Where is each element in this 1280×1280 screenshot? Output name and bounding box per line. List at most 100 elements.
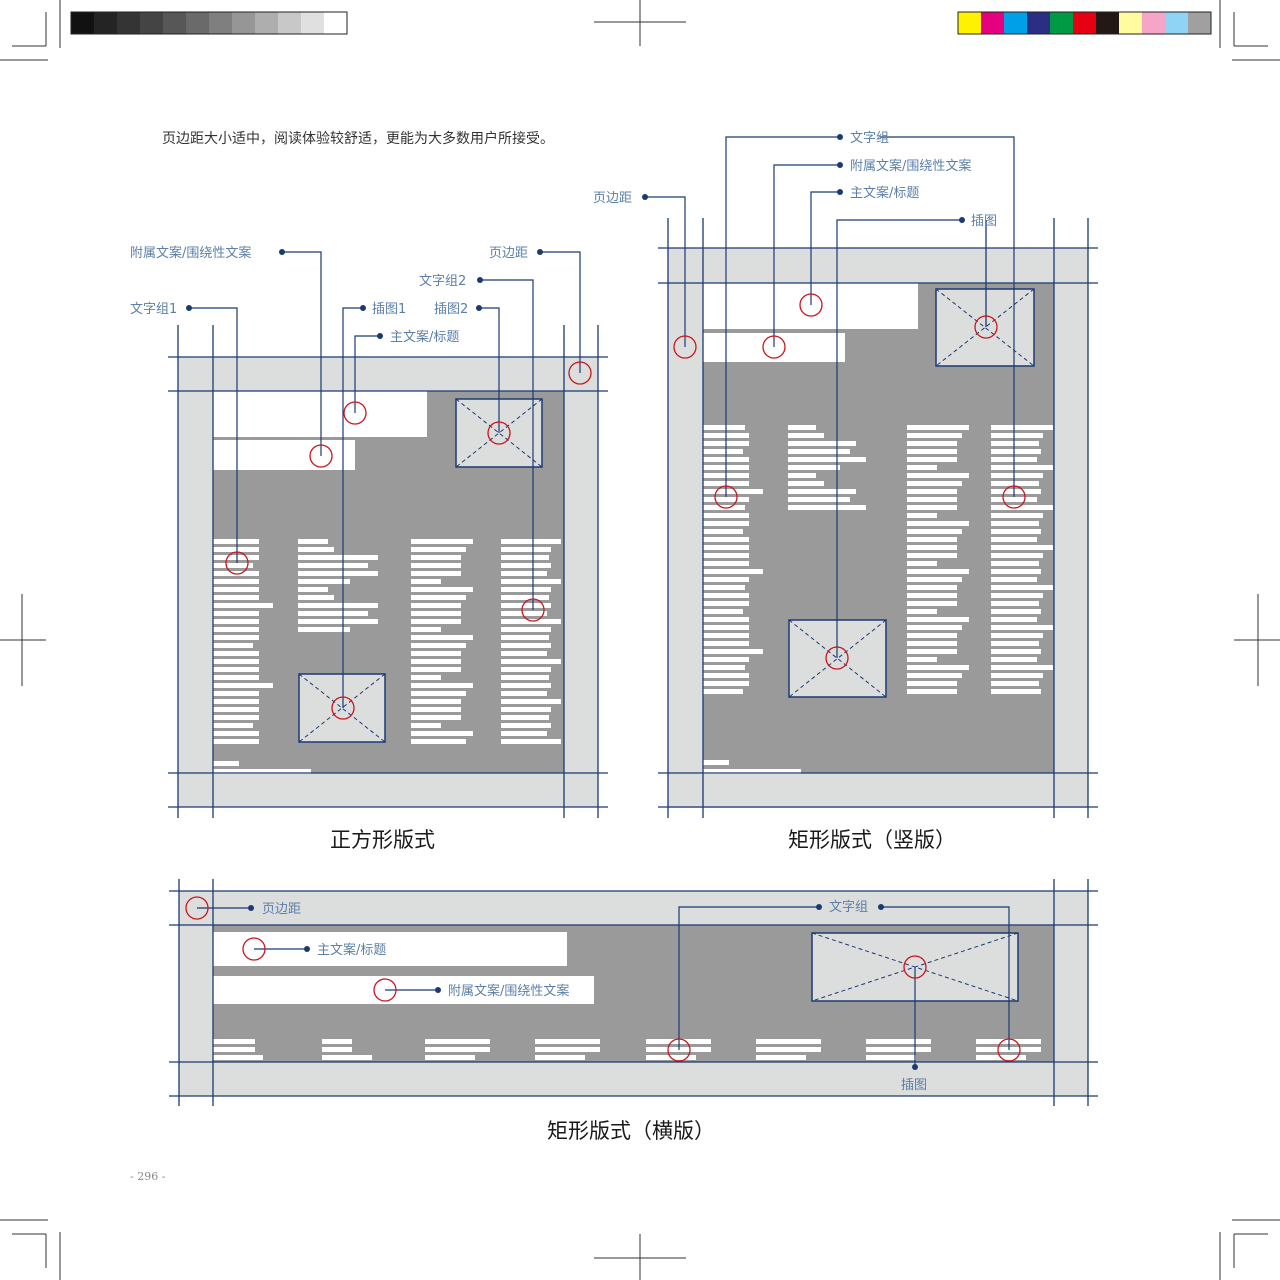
- portrait-col-4-line: [991, 681, 1039, 686]
- portrait-col-3-line: [907, 521, 969, 526]
- portrait-col-2-line: [788, 441, 856, 446]
- portrait-col-4-line: [991, 561, 1039, 566]
- gray-swatch: [301, 12, 324, 34]
- landscape-text-group-line: [535, 1055, 585, 1060]
- square-col-3-line: [411, 715, 461, 720]
- portrait-col-3-line: [907, 537, 957, 542]
- portrait-label-margin: 页边距: [593, 191, 632, 206]
- square-marker-margin: [568, 361, 592, 385]
- square-leader-attached-copy: [282, 251, 322, 456]
- portrait-label-headline: 主文案/标题: [850, 186, 919, 201]
- portrait-col-3-line: [907, 465, 937, 470]
- portrait-col-4-line: [991, 609, 1041, 614]
- portrait-col-4-line: [991, 577, 1037, 582]
- portrait-col-1-line: [703, 497, 749, 502]
- gray-swatch: [324, 12, 347, 34]
- landscape-label-attached-copy: 附属文案/围绕性文案: [448, 984, 569, 999]
- square-col-1-line: [213, 731, 259, 736]
- portrait-col-1-line: [703, 649, 763, 654]
- square-col-3-line: [411, 731, 473, 736]
- square-marker-attached-copy: [309, 444, 333, 468]
- square-col-1-line: [213, 603, 273, 608]
- square-col-4-line: [501, 635, 549, 640]
- landscape-layout-diagram: [169, 879, 1098, 1106]
- square-col-2-line: [298, 627, 350, 632]
- portrait-col-4-line: [991, 585, 1053, 590]
- square-leader-dot: [186, 305, 192, 311]
- landscape-leader-dot: [912, 1064, 918, 1070]
- portrait-col-3-line: [907, 441, 957, 446]
- portrait-col-3-line: [907, 601, 957, 606]
- square-col-3-line: [411, 691, 466, 696]
- square-col-3-line: [411, 611, 461, 616]
- square-leader-dot: [377, 333, 383, 339]
- landscape-text-group-line: [535, 1039, 600, 1044]
- square-col-4-line: [501, 579, 561, 584]
- portrait-leader-dot: [837, 134, 843, 140]
- square-footnote-line: [213, 769, 311, 774]
- square-col-2-line: [298, 563, 368, 568]
- portrait-col-4-line: [991, 665, 1053, 670]
- portrait-leader-dot: [837, 162, 843, 168]
- intro-text: 页边距大小适中，阅读体验较舒适，更能为大多数用户所接受。: [162, 130, 554, 147]
- portrait-col-1-line: [703, 657, 749, 662]
- portrait-col-3-line: [907, 633, 957, 638]
- portrait-col-4-line: [991, 473, 1043, 478]
- portrait-col-1-line: [703, 545, 749, 550]
- square-leader-image-1: [342, 307, 363, 708]
- square-col-3-line: [411, 563, 461, 568]
- square-layout-caption: 正方形版式: [330, 828, 435, 852]
- portrait-col-4-line: [991, 625, 1053, 630]
- landscape-label-text-group: 文字组: [829, 900, 868, 915]
- landscape-marker-text-group: [667, 1038, 691, 1062]
- portrait-layout-caption: 矩形版式（竖版）: [788, 828, 956, 852]
- portrait-col-3-line: [907, 673, 962, 678]
- square-col-4-line: [501, 587, 551, 592]
- portrait-marker-headline: [799, 293, 823, 317]
- square-col-4-line: [501, 547, 551, 552]
- color-swatch: [1004, 12, 1027, 34]
- portrait-leader-dot: [959, 217, 965, 223]
- portrait-col-4-line: [991, 441, 1039, 446]
- square-col-4-line: [501, 611, 547, 616]
- portrait-col-1-line: [703, 553, 749, 558]
- portrait-leader-dot: [837, 189, 843, 195]
- color-swatch: [1142, 12, 1165, 34]
- square-col-2-line: [298, 547, 334, 552]
- portrait-footnote-line: [703, 769, 801, 774]
- landscape-leader-dot: [816, 904, 822, 910]
- portrait-col-1-line: [703, 681, 749, 686]
- portrait-col-3-line: [907, 593, 957, 598]
- landscape-text-group-line: [756, 1055, 806, 1060]
- square-col-3-line: [411, 699, 461, 704]
- square-col-4-line: [501, 659, 561, 664]
- landscape-leader-text-group: [881, 906, 1010, 1050]
- square-col-4-line: [501, 595, 549, 600]
- square-marker-text-group-1: [225, 551, 249, 575]
- portrait-col-3-line: [907, 449, 957, 454]
- portrait-marker-text-group: [714, 485, 738, 509]
- square-label-attached-copy: 附属文案/围绕性文案: [130, 246, 251, 261]
- square-col-4-line: [501, 603, 551, 608]
- color-swatch: [1050, 12, 1073, 34]
- portrait-col-4-line: [991, 529, 1041, 534]
- portrait-col-4-line: [991, 489, 1041, 494]
- portrait-col-4-line: [991, 633, 1043, 638]
- cmyk-color-bar: [957, 11, 1212, 35]
- square-col-3-line: [411, 587, 473, 592]
- square-col-4-line: [501, 555, 549, 560]
- landscape-text-group-line: [866, 1047, 931, 1052]
- portrait-col-1-line: [703, 617, 749, 622]
- portrait-col-3-line: [907, 569, 969, 574]
- landscape-text-group-line: [425, 1039, 490, 1044]
- square-marker-image-1: [331, 696, 355, 720]
- portrait-col-1-line: [703, 577, 749, 582]
- portrait-col-1-line: [703, 529, 743, 534]
- square-col-4-line: [501, 707, 551, 712]
- square-col-3-line: [411, 635, 473, 640]
- square-image-1-diagonal: [298, 673, 386, 743]
- landscape-label-margin: 页边距: [262, 902, 301, 917]
- portrait-col-3-line: [907, 689, 957, 694]
- square-col-4-line: [501, 539, 561, 544]
- portrait-label-image: 插图: [971, 214, 997, 229]
